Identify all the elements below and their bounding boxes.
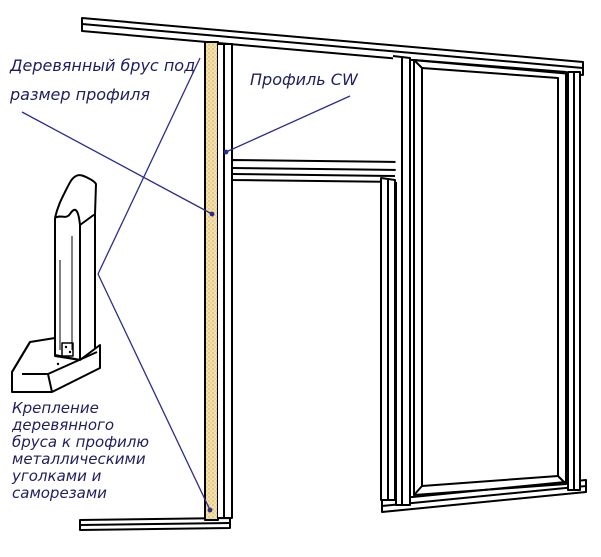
opening-stud — [380, 177, 396, 501]
right-stud — [567, 71, 581, 491]
fixing-label: Крепление деревянного бруса к профилю ме… — [12, 400, 149, 502]
wood-bar-label-line2: размер профиля — [10, 85, 150, 104]
fixing-label-line: металлическими — [12, 450, 146, 468]
fixing-label-line: уголками и — [12, 467, 102, 485]
fixing-label-line: Крепление — [12, 399, 99, 417]
fixing-label-line: бруса к профилю — [12, 433, 149, 451]
leader-cw-profile — [225, 95, 351, 153]
fixing-label-line: деревянного — [12, 416, 115, 434]
leader-fixing-top — [97, 57, 201, 275]
header-profile — [231, 159, 401, 183]
top-track — [81, 17, 584, 76]
wood-bar-stud — [204, 41, 233, 521]
bottom-track — [79, 479, 587, 531]
cw-profile-label: Профиль CW — [250, 70, 358, 89]
bracket-detail — [11, 174, 101, 393]
middle-stud — [392, 55, 411, 506]
leader-wood-bar — [21, 111, 213, 215]
right-panel — [413, 59, 567, 496]
wood-bar-label-line1: Деревянный брус под — [10, 56, 196, 75]
leader-fixing-bottom — [97, 273, 211, 511]
leader-lines — [21, 57, 351, 511]
fixing-label-line: саморезами — [12, 484, 107, 502]
leader-dots — [207, 149, 229, 513]
